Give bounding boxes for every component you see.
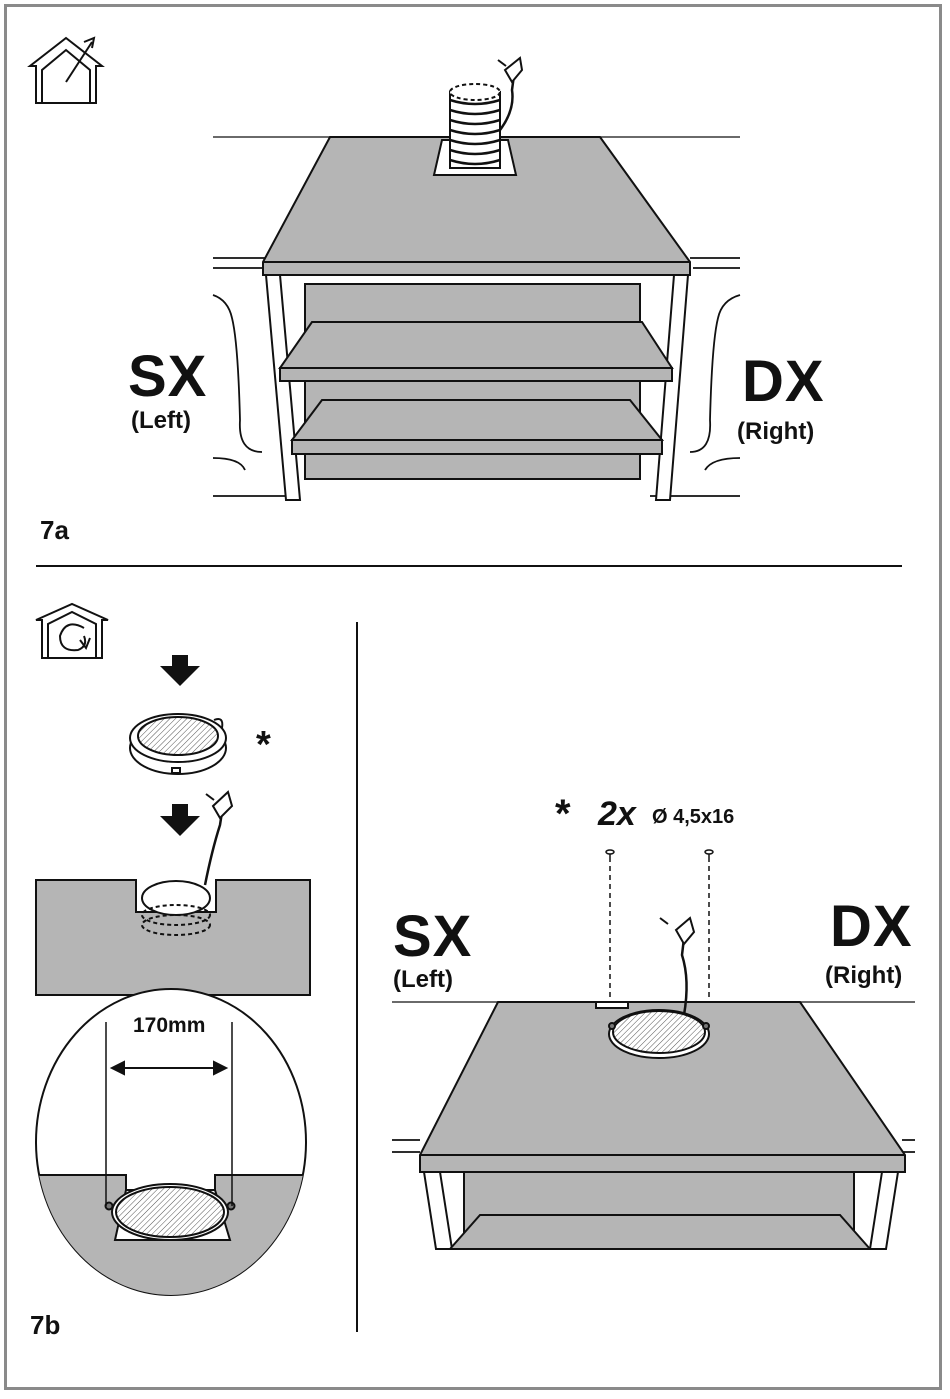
screw-icon: [606, 850, 713, 1025]
cabinet-7a: [213, 137, 740, 500]
left-side-code-7b: SX: [393, 903, 472, 970]
carbon-filter: [130, 714, 226, 774]
right-side-code-7b: DX: [830, 893, 913, 960]
figure-label-7b: 7b: [30, 1310, 60, 1341]
left-side-label-7b: (Left): [393, 966, 453, 994]
figure-label-7a: 7a: [40, 515, 69, 546]
ducted-venting-house-icon: [30, 38, 102, 103]
right-side-label-7b: (Right): [825, 962, 902, 990]
screw-asterisk: *: [555, 792, 571, 837]
right-side-code: DX: [742, 348, 825, 415]
filter-installed: [609, 918, 709, 1058]
left-side-label: (Left): [131, 407, 191, 435]
screw-spec: Ø 4,5x16: [652, 806, 734, 829]
recirculation-house-icon: [36, 604, 108, 658]
filter-asterisk: *: [256, 724, 271, 767]
left-side-code: SX: [128, 343, 207, 410]
screw-quantity: 2x: [598, 795, 636, 834]
distance-label: 170mm: [133, 1014, 205, 1038]
right-side-label: (Right): [737, 418, 814, 446]
